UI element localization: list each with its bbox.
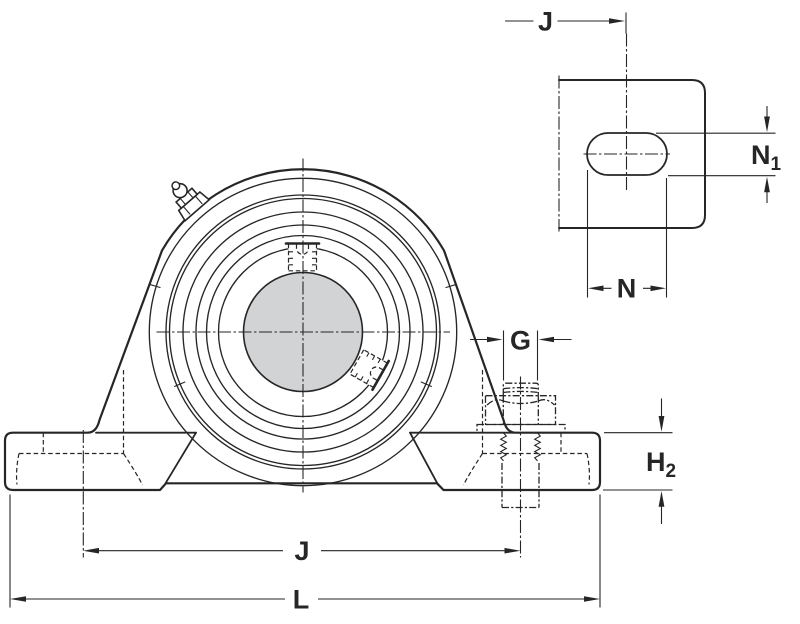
dimension-j-top: J (505, 7, 627, 37)
front-view-centerlines (82, 158, 522, 558)
base-interior-edges (95, 431, 515, 485)
foot-hidden-recesses (15, 370, 591, 486)
dimension-h2: H2 (603, 398, 676, 524)
bolt-thread-engagement (499, 432, 542, 462)
base-plate-outline (558, 79, 706, 229)
label-j-top: J (538, 7, 553, 37)
label-j-bottom: J (294, 536, 309, 566)
front-view (3, 158, 602, 558)
dimension-j-bottom: J (83, 536, 521, 566)
label-g: G (510, 326, 531, 356)
grease-fitting (171, 181, 211, 222)
label-h2: H2 (646, 447, 676, 482)
housing-outline (3, 168, 602, 492)
plan-view-centerlines (558, 33, 670, 232)
base-plan-view (558, 33, 706, 232)
dimension-n1: N1 (656, 106, 782, 203)
label-n: N (617, 274, 637, 304)
label-n1: N1 (751, 140, 782, 175)
label-l: L (293, 585, 310, 615)
dimensions: J N1 N G (9, 7, 782, 615)
seat-relief-ticks (148, 283, 458, 388)
dimension-l: L (9, 494, 601, 615)
dimension-n: N (586, 170, 668, 304)
dimension-g: G (470, 326, 572, 381)
set-screw-side (349, 349, 391, 392)
bolt-slot (586, 132, 668, 176)
